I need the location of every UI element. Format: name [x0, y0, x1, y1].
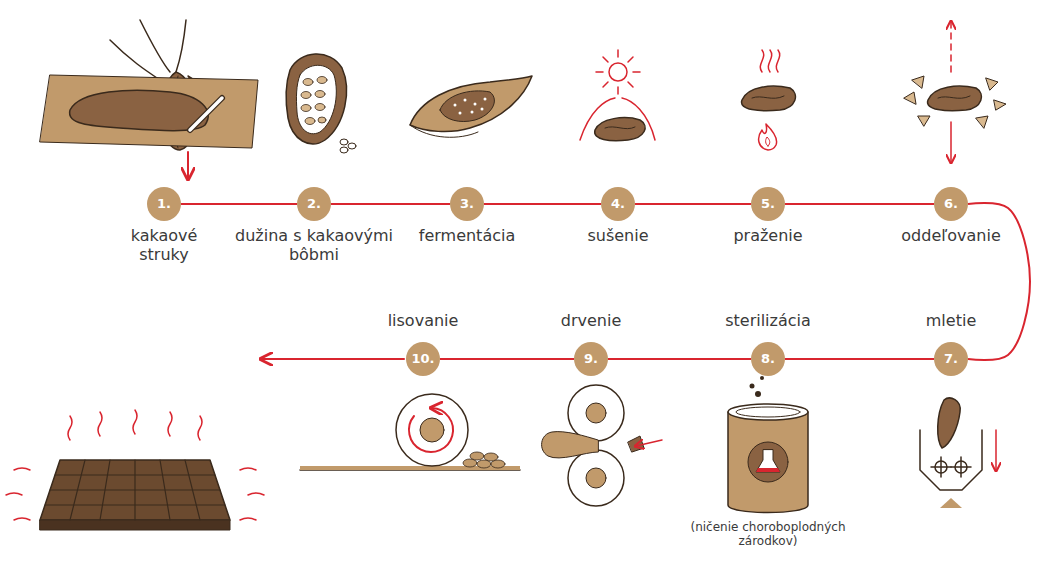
step-circle: 9.drvenie [574, 342, 608, 376]
step-number: 5. [751, 187, 785, 221]
process-line [484, 203, 601, 205]
process-line [608, 358, 751, 360]
step-label: lisovanie [361, 311, 485, 330]
fermentation-leaf [410, 76, 532, 137]
shell-separation [904, 22, 1006, 162]
process-line [440, 358, 574, 360]
press-roller [300, 394, 520, 470]
step-number: 7. [934, 342, 968, 376]
step-number: 2. [297, 187, 331, 221]
grinder [920, 398, 996, 508]
step-circle: 8.sterilizácia [751, 342, 785, 376]
process-line [331, 203, 450, 205]
sterilization-can [728, 376, 808, 513]
step-number: 6. [934, 187, 968, 221]
step-label: praženie [706, 226, 830, 245]
step-circle: 1.kakaové struky [147, 187, 181, 221]
step-label: sterilizácia [701, 311, 835, 330]
step-circle: 5.praženie [751, 187, 785, 221]
crushing-rollers [542, 385, 662, 506]
step-circle: 10.lisovanie [406, 342, 440, 376]
step-circle: 3.fermentácia [450, 187, 484, 221]
process-line [785, 358, 934, 360]
sun-drying [580, 50, 655, 141]
roasting [742, 50, 796, 150]
step-label: fermentácia [400, 226, 534, 245]
process-line [635, 203, 751, 205]
step-number: 10. [406, 342, 440, 376]
step-label: sušenie [556, 226, 680, 245]
note-label: (ničenie choroboplodných zárodkov) [668, 520, 868, 548]
open-pod [286, 54, 356, 153]
step-number: 1. [147, 187, 181, 221]
step-circle: 2.dužina s kakaovými bôbmi [297, 187, 331, 221]
step-label: mletie [894, 311, 1008, 330]
step-label: dužina s kakaovými bôbmi [232, 226, 396, 264]
final-arrow [262, 358, 404, 360]
step-label: oddeľovanie [884, 226, 1018, 245]
process-line [785, 203, 934, 205]
step-number: 8. [751, 342, 785, 376]
step-label: drvenie [534, 311, 648, 330]
step-label: kakaové struky [112, 226, 216, 264]
step-number: 9. [574, 342, 608, 376]
chocolate [6, 75, 264, 530]
step-circle: 7.mletie [934, 342, 968, 376]
step-number: 4. [601, 187, 635, 221]
step-circle: 6.oddeľovanie [934, 187, 968, 221]
step-circle: 4.sušenie [601, 187, 635, 221]
process-line [181, 203, 297, 205]
step-number: 3. [450, 187, 484, 221]
